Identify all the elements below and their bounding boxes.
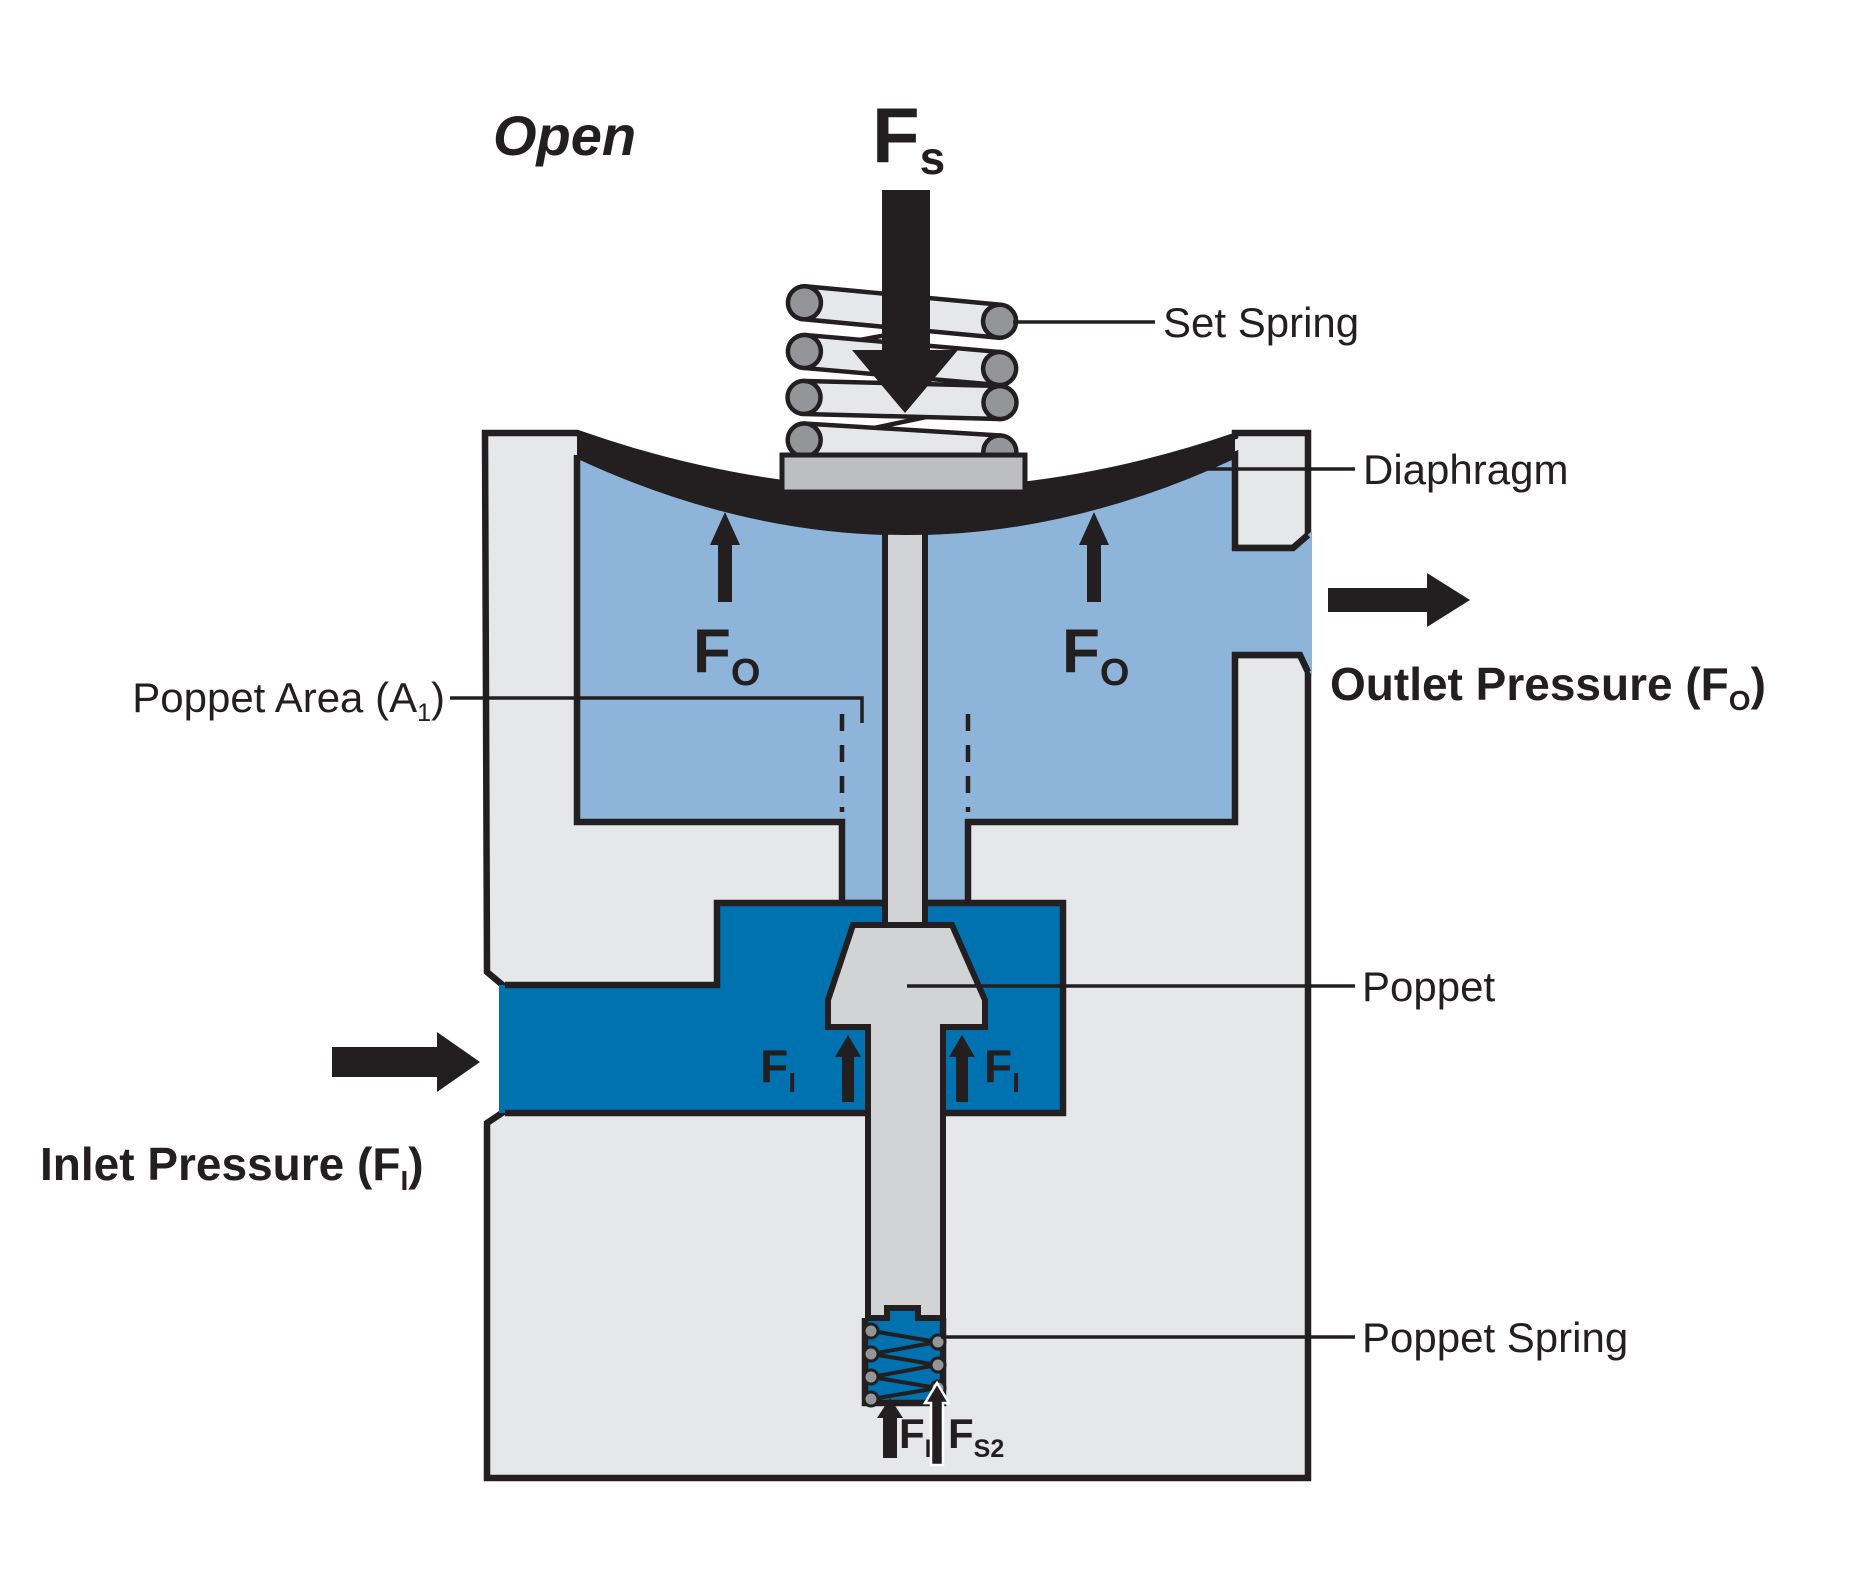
inlet-flow-arrow [332, 1032, 480, 1092]
set-spring-force-label: Fs [872, 91, 945, 184]
outlet-flow-arrow [1328, 573, 1470, 627]
outlet-force-label-left: FO [693, 617, 760, 694]
poppet-spring-label: Poppet Spring [1362, 1314, 1628, 1361]
set-spring-force-arrow [852, 190, 958, 413]
poppet-stem-upper [882, 502, 928, 933]
outlet-force-arrow-right [1079, 512, 1109, 602]
set-spring-label: Set Spring [1163, 299, 1359, 346]
poppet-label: Poppet [1362, 963, 1495, 1010]
diaphragm [577, 433, 1235, 535]
inlet-force-arrow-right [949, 1035, 975, 1102]
poppet [825, 922, 988, 1321]
inlet-force-label-left: FI [760, 1040, 796, 1098]
outlet-force-arrow-left [710, 512, 740, 602]
inlet-pressure-label: Inlet Pressure (FI) [40, 1138, 424, 1196]
poppet-area-label: Poppet Area (A1) [132, 674, 445, 727]
inlet-force-arrow-left [835, 1035, 861, 1102]
spring-seat-plate [779, 452, 1028, 495]
page-title: Open [493, 104, 636, 167]
diaphragm-label: Diaphragm [1363, 446, 1568, 493]
outlet-pressure-label: Outlet Pressure (FO) [1330, 658, 1766, 716]
outlet-chamber-fluid [577, 455, 1312, 903]
poppet-area-leader [450, 696, 864, 723]
inlet-force-label-right: FI [984, 1040, 1020, 1098]
poppet-spring-force-label: FS2 [948, 1410, 1004, 1463]
poppet-spring-force-arrow [922, 1380, 952, 1467]
poppet-spring-coil-ends [862, 1322, 947, 1408]
outlet-force-label-right: FO [1062, 617, 1129, 694]
bottom-inlet-force-arrow [877, 1398, 903, 1458]
bottom-inlet-force-label: FI [899, 1410, 932, 1463]
